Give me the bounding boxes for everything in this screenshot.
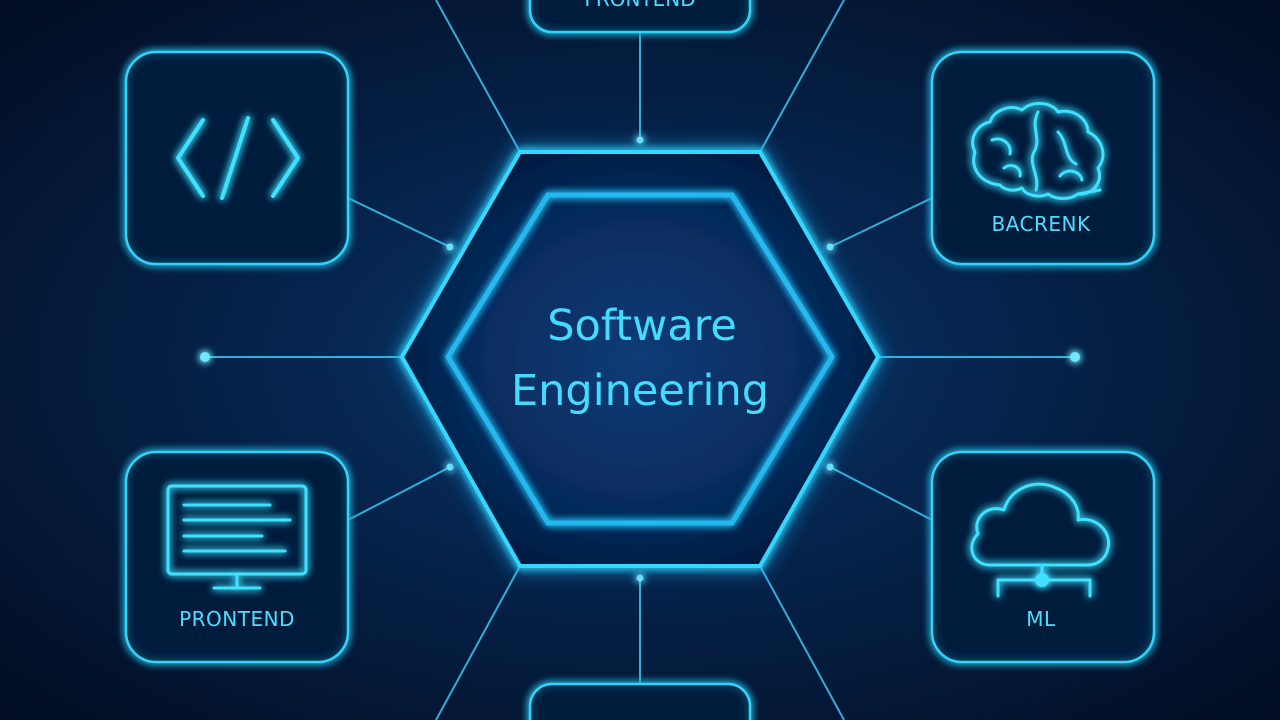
connector-bottom-right-diagonal <box>759 565 845 720</box>
node-dots <box>200 136 1080 582</box>
top-partial-card: FRONTEND <box>528 0 752 34</box>
cloud-card: ML <box>930 450 1156 664</box>
center-hexagon: Software Engineering <box>393 145 887 573</box>
center-title-line1: Software <box>547 301 737 351</box>
connector-monitor-card <box>347 466 451 521</box>
connector-code-card <box>347 197 451 248</box>
monitor-card: PRONTEND <box>124 450 350 664</box>
top-partial-label: FRONTEND <box>584 0 695 11</box>
code-brackets-icon <box>176 116 300 200</box>
bottom-partial-card <box>528 682 752 720</box>
dot-brain <box>826 243 834 251</box>
connector-bottom-left-diagonal <box>435 565 521 720</box>
dot-cloud <box>826 463 834 471</box>
brain-card-label: BACRENK <box>991 212 1091 236</box>
inner-hexagon <box>445 192 835 526</box>
dot-top <box>636 136 644 144</box>
dot-code <box>446 243 454 251</box>
cloud-network-icon <box>970 482 1111 598</box>
connector-brain-card <box>829 197 933 248</box>
connector-cloud-card <box>829 466 933 521</box>
monitor-icon <box>166 484 308 590</box>
dot-right <box>1070 352 1080 362</box>
brain-card: BACRENK <box>930 50 1156 266</box>
monitor-card-label: PRONTEND <box>179 607 295 631</box>
center-title-line2: Engineering <box>511 366 769 416</box>
dot-bottom <box>636 574 644 582</box>
connector-top-left-diagonal <box>435 0 521 153</box>
brain-icon <box>971 102 1105 200</box>
code-card <box>124 50 350 266</box>
connector-top-right-diagonal <box>759 0 845 153</box>
dot-monitor <box>446 463 454 471</box>
outer-hexagon <box>399 150 881 568</box>
dot-left <box>200 352 210 362</box>
connectors <box>205 0 1075 720</box>
cloud-card-label: ML <box>1026 607 1056 631</box>
